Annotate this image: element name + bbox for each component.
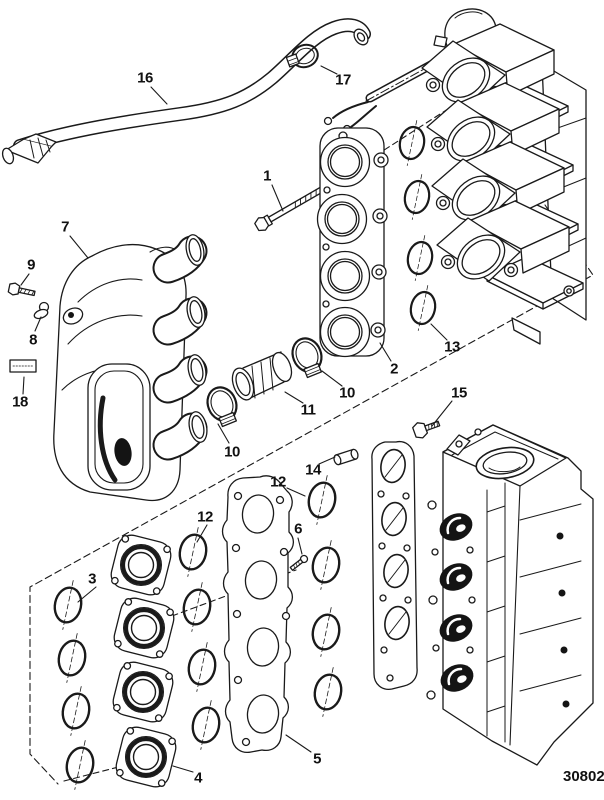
callout-5: 5 bbox=[313, 750, 321, 768]
hose-fitting bbox=[1, 133, 57, 165]
o-ring-column-left bbox=[48, 576, 100, 794]
callout-16: 16 bbox=[137, 69, 153, 87]
callout-8: 8 bbox=[29, 331, 37, 349]
dowel-fitting bbox=[333, 448, 359, 466]
callout-17: 17 bbox=[335, 71, 351, 89]
bolt-screw bbox=[412, 420, 441, 439]
gasket-plate bbox=[221, 475, 295, 754]
bolt-small bbox=[7, 282, 36, 297]
decal bbox=[9, 359, 37, 373]
leader-lines bbox=[20, 65, 453, 773]
callout-18: 18 bbox=[12, 393, 28, 411]
flange-column bbox=[108, 532, 178, 789]
callout-4: 4 bbox=[194, 769, 202, 787]
intake-manifold bbox=[53, 234, 208, 502]
callout-14: 14 bbox=[305, 461, 321, 479]
callout-15: 15 bbox=[451, 384, 467, 402]
carburetor-stack bbox=[421, 8, 587, 345]
callout-7: 7 bbox=[61, 218, 69, 236]
callout-3: 3 bbox=[88, 570, 96, 588]
o-ring-column-right bbox=[302, 471, 348, 721]
drawing-number: 30802 bbox=[563, 768, 604, 785]
bolt-tiny bbox=[289, 554, 309, 571]
o-ring-column-mid bbox=[173, 523, 226, 754]
cylinder-head bbox=[371, 424, 594, 766]
callout-13: 13 bbox=[444, 338, 460, 356]
callout-6: 6 bbox=[294, 520, 302, 538]
callout-1: 1 bbox=[263, 167, 271, 185]
head-flange bbox=[371, 440, 418, 690]
callout-11: 11 bbox=[300, 401, 316, 419]
o-ring-column-carb bbox=[394, 116, 441, 335]
callout-12-13: 12 bbox=[270, 473, 286, 491]
grommet bbox=[33, 301, 50, 320]
callout-12-12: 12 bbox=[197, 508, 213, 526]
hose-clamp-top bbox=[285, 43, 319, 69]
callout-10-10: 10 bbox=[339, 384, 355, 402]
sleeve bbox=[231, 351, 293, 401]
fuel-hose bbox=[1, 18, 371, 165]
adapter-plate bbox=[316, 127, 389, 358]
bolt-long bbox=[254, 184, 328, 232]
callout-10-9: 10 bbox=[224, 443, 240, 461]
callout-2: 2 bbox=[390, 360, 398, 378]
callout-9: 9 bbox=[27, 256, 35, 274]
